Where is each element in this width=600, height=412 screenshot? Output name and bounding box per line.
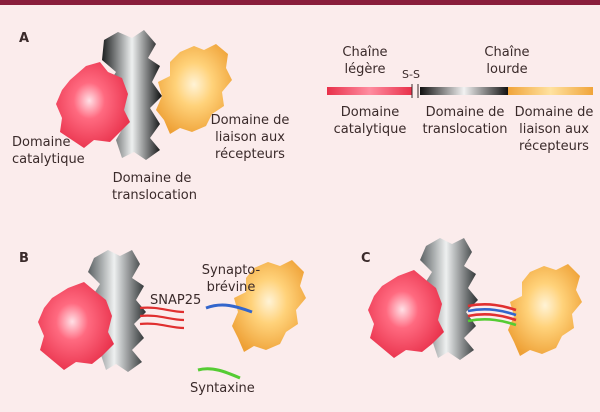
label-synaptobrevin: Synapto-brévine xyxy=(201,263,261,295)
a-translocation-domain xyxy=(102,30,162,160)
panel-letter-b: B xyxy=(19,251,29,266)
label-syntaxin: Syntaxine xyxy=(190,381,255,396)
panel-b-toxin xyxy=(38,250,306,372)
a-catalytic-domain xyxy=(56,62,130,148)
syntaxin-strand xyxy=(197,367,241,380)
panel-letter-c: C xyxy=(361,251,371,266)
b-translocation-domain xyxy=(88,250,146,372)
legend-disulfide: S-S xyxy=(402,68,420,81)
panel-a-toxin xyxy=(56,30,232,160)
synaptobrevin-strand xyxy=(205,303,253,314)
c-receptor-domain xyxy=(508,264,582,356)
b-catalytic-domain xyxy=(38,282,114,370)
a-receptor-domain xyxy=(156,44,232,134)
c-snare-bundle xyxy=(467,303,517,327)
top-banner xyxy=(0,0,600,5)
label-snap25: SNAP25 xyxy=(150,293,202,308)
bar-receptor xyxy=(508,87,593,95)
legend-chain-bar xyxy=(327,84,593,98)
bar-translocation xyxy=(420,87,508,95)
snap25-strand xyxy=(139,306,185,330)
c-translocation-domain xyxy=(420,238,478,360)
c-catalytic-domain xyxy=(368,270,444,358)
panel-letter-a: A xyxy=(19,31,30,46)
bar-catalytic xyxy=(327,87,412,95)
b-receptor-domain xyxy=(232,260,306,352)
panel-c-complex xyxy=(368,238,582,360)
